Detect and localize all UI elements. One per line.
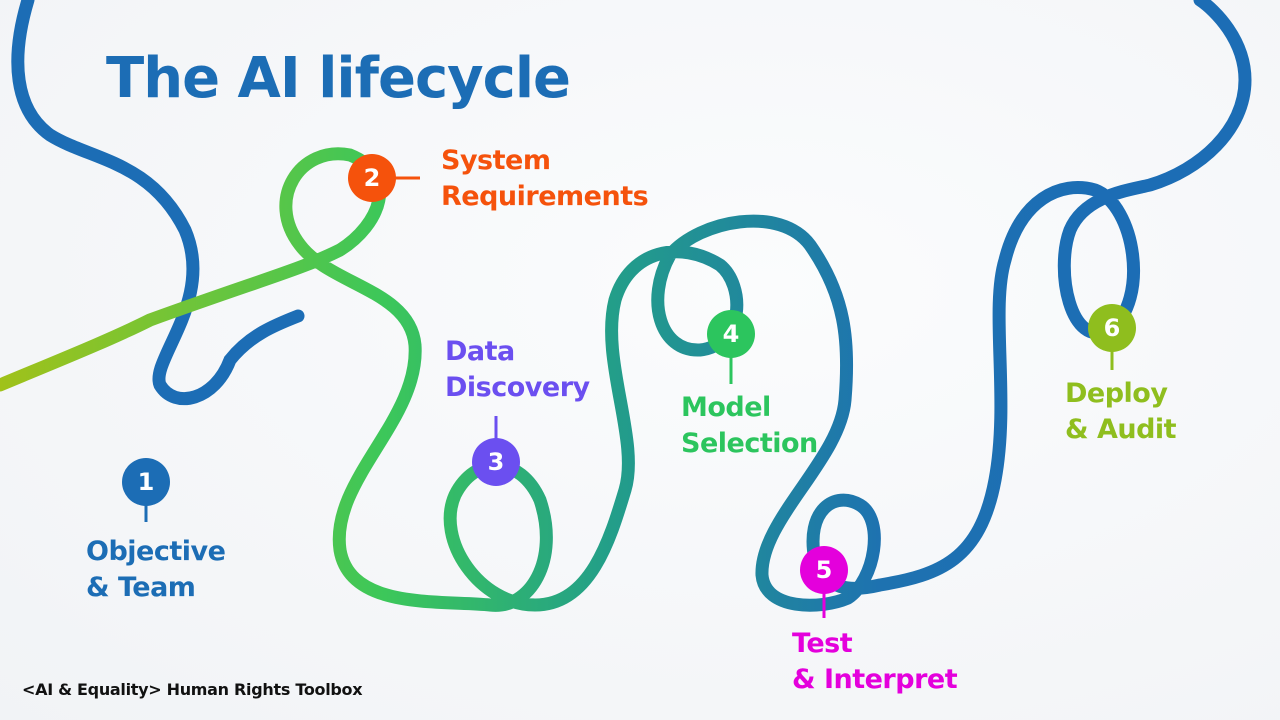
marker-number: 5 — [816, 556, 833, 584]
marker-number: 3 — [488, 448, 505, 476]
page-title: The AI lifecycle — [106, 46, 571, 111]
marker-3[interactable]: 3 — [472, 438, 520, 486]
stage-label-3[interactable]: Data Discovery — [445, 334, 590, 406]
blue-strand-left — [11, 0, 305, 406]
stage-label-line: System — [441, 145, 551, 176]
stage-label-6[interactable]: Deploy & Audit — [1065, 376, 1177, 448]
stage-label-line: Objective — [86, 536, 226, 567]
stage-label-4[interactable]: Model Selection — [681, 390, 818, 462]
marker-2[interactable]: 2 — [348, 154, 396, 202]
stage-label-line: Requirements — [441, 181, 649, 212]
marker-number: 2 — [364, 164, 381, 192]
lifecycle-path — [0, 0, 1252, 612]
stage-label-1[interactable]: Objective & Team — [86, 534, 226, 606]
stage-label-line: Data — [445, 336, 515, 367]
marker-4[interactable]: 4 — [707, 310, 755, 358]
marker-5[interactable]: 5 — [800, 546, 848, 594]
marker-number: 1 — [138, 468, 155, 496]
stage-label-5[interactable]: Test & Interpret — [792, 626, 958, 698]
marker-1[interactable]: 1 — [122, 458, 170, 506]
stage-label-2[interactable]: System Requirements — [441, 143, 649, 215]
stage-label-line: Deploy — [1065, 378, 1168, 409]
footer-credit: <AI & Equality> Human Rights Toolbox — [22, 680, 363, 699]
stage-label-line: & Audit — [1065, 414, 1177, 445]
stage-label-line: Model — [681, 392, 771, 423]
stage-label-line: Selection — [681, 428, 818, 459]
marker-number: 4 — [723, 320, 740, 348]
marker-number: 6 — [1104, 314, 1121, 342]
stage-label-line: & Team — [86, 572, 196, 603]
marker-6[interactable]: 6 — [1088, 304, 1136, 352]
stage-label-line: Test — [792, 628, 853, 659]
stage-label-line: & Interpret — [792, 664, 958, 695]
stage-label-line: Discovery — [445, 372, 590, 403]
